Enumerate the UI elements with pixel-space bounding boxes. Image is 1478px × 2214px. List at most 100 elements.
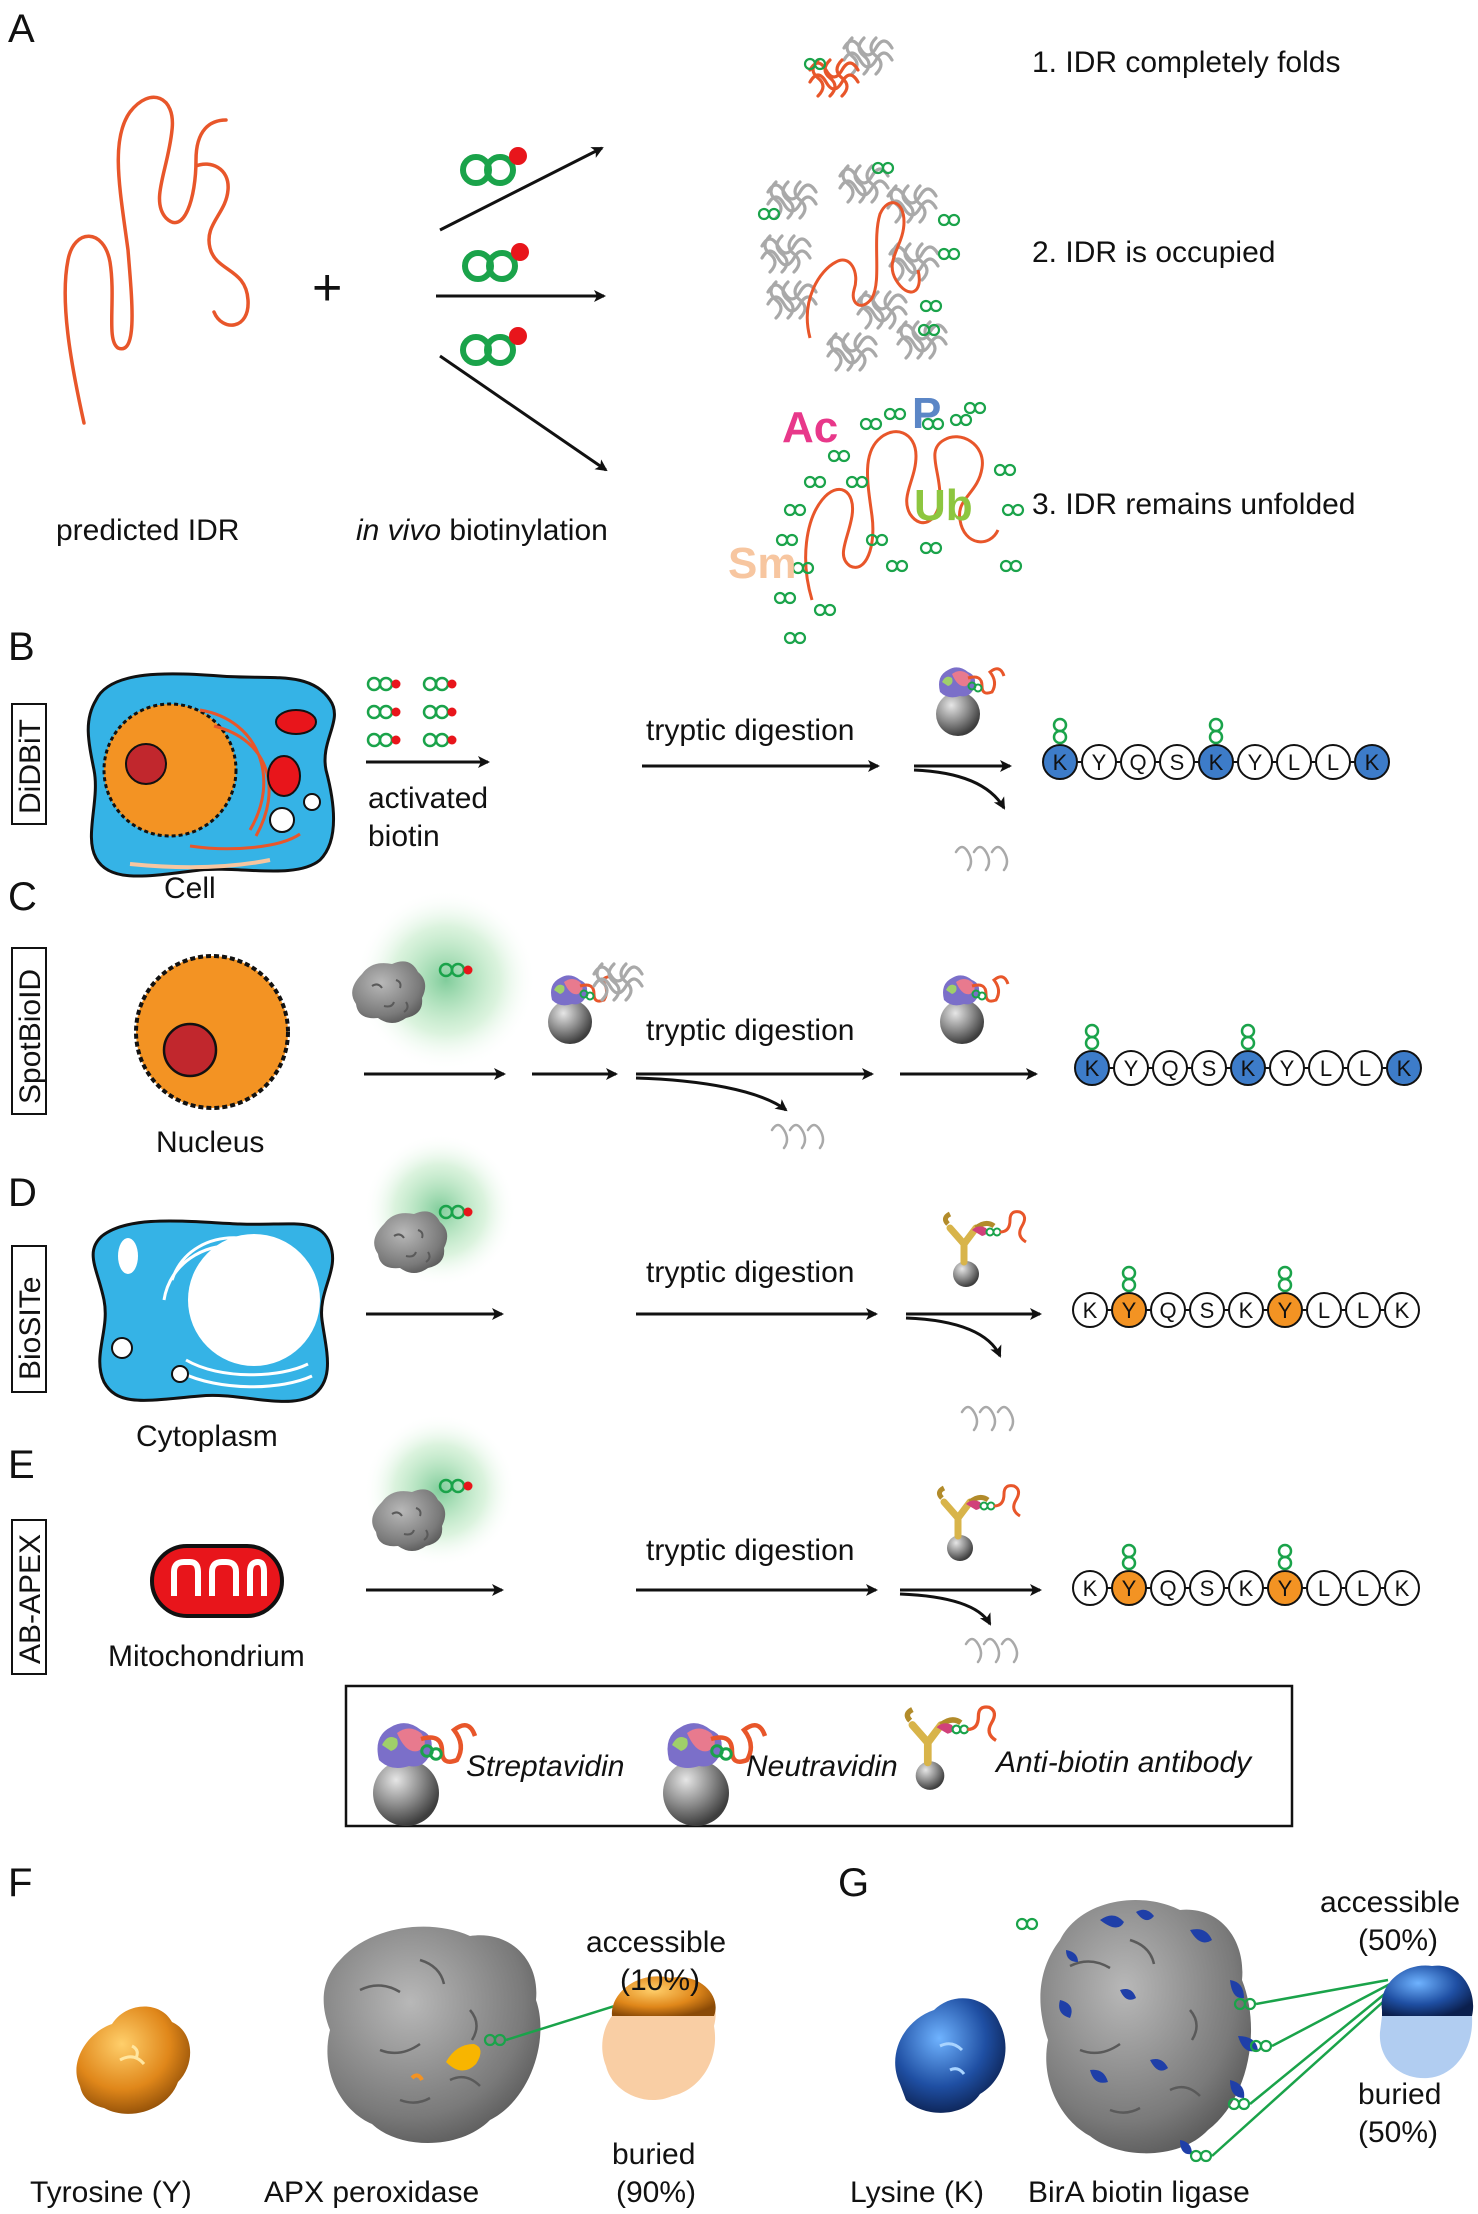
peptide-residue: [1269, 1050, 1305, 1086]
legend-neutravidin-label: Neutravidin: [746, 1750, 898, 1783]
arrow-outcome-1: [439, 146, 604, 232]
accessible-pct-f: (10%): [620, 1964, 700, 1997]
activated-biotin-grid: [366, 676, 458, 748]
biotin-tag-icon: [1121, 1265, 1137, 1293]
peptide-residue-letter: K: [1365, 750, 1380, 775]
panel-a: A predicted IDR + in vivo biotinylation …: [8, 7, 1356, 645]
peptide-residue-letter: Q: [1159, 1576, 1176, 1601]
mitochondrium-illustration: [150, 1544, 284, 1618]
lysine-residue-icon: [895, 1998, 1006, 2113]
legend-antibody-label: Anti-biotin antibody: [994, 1746, 1253, 1779]
residue-label-lysine: Lysine (K): [850, 2176, 984, 2209]
peptide-residue: [1150, 1292, 1186, 1328]
peptide-residue-letter: Y: [1092, 750, 1107, 775]
peptide-residue-letter: L: [1327, 750, 1339, 775]
peptide-residue: [1267, 1570, 1303, 1606]
peptide-residue: [1306, 1570, 1342, 1606]
peptide-residue-letter: L: [1357, 1576, 1369, 1601]
biotin-tag-icon: [1277, 1265, 1293, 1293]
labeling-glow: [356, 890, 536, 1070]
peptide-residue-letter: L: [1318, 1298, 1330, 1323]
peptide-residue: [1198, 744, 1234, 780]
lysine-accessible-buried-icon: [1379, 1965, 1474, 2079]
reagent-label-line1: activated: [368, 782, 488, 815]
step-label-b: tryptic digestion: [646, 714, 854, 747]
arrow-e-waste: [899, 1592, 992, 1626]
method-label-didbit: DiDBiT: [14, 719, 47, 814]
peptide-residue: [1237, 744, 1273, 780]
peptide-residue-letter: L: [1359, 1056, 1371, 1081]
peptide-residue: [1072, 1292, 1108, 1328]
peptide-residue: [1386, 1050, 1422, 1086]
method-label-ab-apex: AB-APEX: [14, 1534, 47, 1664]
peptide-residue-letter: Q: [1159, 1298, 1176, 1323]
biotin-tag-icon: [1277, 1543, 1293, 1571]
arrow-b-waste: [913, 768, 1006, 810]
peptide-residue: [1230, 1050, 1266, 1086]
peptide-fragments-icon: [770, 1123, 825, 1150]
outcome-3-label: 3. IDR remains unfolded: [1032, 488, 1356, 521]
peptide-residue-letter: Y: [1122, 1576, 1137, 1601]
peptide-residue: [1384, 1570, 1420, 1606]
peptide-residue-letter: L: [1320, 1056, 1332, 1081]
peptide-residue-letter: L: [1357, 1298, 1369, 1323]
peptide-residue: [1159, 744, 1195, 780]
peptide-residue-letter: K: [1241, 1056, 1256, 1081]
panel-letter-a: A: [8, 7, 35, 51]
peptide-residue-letter: K: [1083, 1576, 1098, 1601]
peptide-residue-letter: K: [1083, 1298, 1098, 1323]
peptide-fragments-icon: [964, 1637, 1019, 1664]
legend-streptavidin-label: Streptavidin: [466, 1750, 624, 1783]
bead-legend: Streptavidin Neutravidin Anti-biotin ant…: [344, 1684, 1294, 1826]
panel-e: E AB-APEX Mitochondrium tryptic digestio…: [8, 1414, 1420, 1675]
outcome-1-folded-protein: [803, 36, 894, 98]
peptide-residue: [1081, 744, 1117, 780]
peptide-residue-letter: Y: [1278, 1298, 1293, 1323]
peptide-residue: [1111, 1570, 1147, 1606]
peptide-residue-letter: Y: [1124, 1056, 1139, 1081]
apx-peroxidase-structure: [323, 1926, 541, 2144]
peptide-residue-letter: Q: [1161, 1056, 1178, 1081]
link-line: [1255, 1978, 1389, 2006]
peptide-residue: [1191, 1050, 1227, 1086]
buried-label-g: buried: [1358, 2078, 1441, 2111]
ptm-sm-label: Sm: [728, 539, 796, 588]
peptide-residue: [1228, 1570, 1264, 1606]
panel-letter-g: G: [838, 1861, 869, 1905]
panel-b: B DiDBiT Cell activated biotin t: [8, 625, 1390, 905]
bira-ligase-structure: [1040, 1900, 1258, 2155]
biotin-tag-icon: [1189, 2149, 1213, 2163]
biotin-tag-icon: [1052, 717, 1068, 745]
protein-label-apx: APX peroxidase: [264, 2176, 479, 2209]
link-line: [1271, 1982, 1391, 2048]
outcome-1-label: 1. IDR completely folds: [1032, 46, 1340, 79]
panel-letter-c: C: [8, 875, 37, 919]
peptide-residue: [1276, 744, 1312, 780]
accessible-pct-g: (50%): [1358, 1924, 1438, 1957]
activated-biotin-icon: [463, 327, 527, 363]
peptide-residue-letter: S: [1200, 1298, 1215, 1323]
peptide-residue: [1267, 1292, 1303, 1328]
panel-f: F Tyrosine (Y) APX peroxidase accessible…: [8, 1861, 726, 2209]
link-line: [1211, 1991, 1395, 2157]
peptide-residue: [1152, 1050, 1188, 1086]
peptide-residue: [1228, 1292, 1264, 1328]
biotin-tag-icon: [1208, 717, 1224, 745]
peptide-residue-letter: Q: [1129, 750, 1146, 775]
idr-squiggle: [63, 95, 250, 425]
panel-g: G Lysine (K) BirA biotin ligase accessib…: [838, 1861, 1474, 2209]
peptide-residue: [1315, 744, 1351, 780]
outcome-2-label: 2. IDR is occupied: [1032, 236, 1275, 269]
method-box-biosite: [11, 1245, 47, 1393]
method-box-didbit: [11, 703, 47, 825]
peptide-residue: [1150, 1570, 1186, 1606]
source-label-nucleus: Nucleus: [156, 1126, 264, 1159]
peptide-residue: [1042, 744, 1078, 780]
biotinylation-label: in vivo biotinylation: [356, 514, 608, 547]
outcome-3-unfolded-protein: [773, 401, 1025, 645]
biotin-tag-icon: [1121, 1543, 1137, 1571]
